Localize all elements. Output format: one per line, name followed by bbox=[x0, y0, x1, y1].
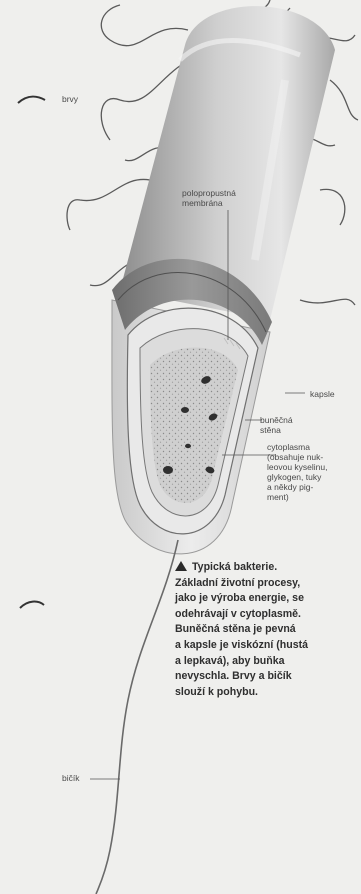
label-cytoplasm: cytoplasma (obsahuje nuk- leovou kyselin… bbox=[267, 442, 359, 502]
figure-caption: Typická bakterie. Základní životní proce… bbox=[175, 560, 360, 700]
label-capsule: kapsle bbox=[310, 389, 335, 399]
label-flagellum: bičík bbox=[62, 773, 79, 783]
triangle-icon bbox=[175, 561, 187, 571]
caption-body: Základní životní procesy, jako je výroba… bbox=[175, 577, 308, 698]
label-cell-wall: buněčná stěna bbox=[260, 415, 293, 435]
caption-lead: Typická bakterie. bbox=[192, 561, 277, 573]
flagellum bbox=[96, 540, 178, 894]
label-membrane: polopropustná membrána bbox=[182, 188, 236, 208]
margin-marks bbox=[18, 97, 45, 608]
label-pili: brvy bbox=[62, 94, 78, 104]
